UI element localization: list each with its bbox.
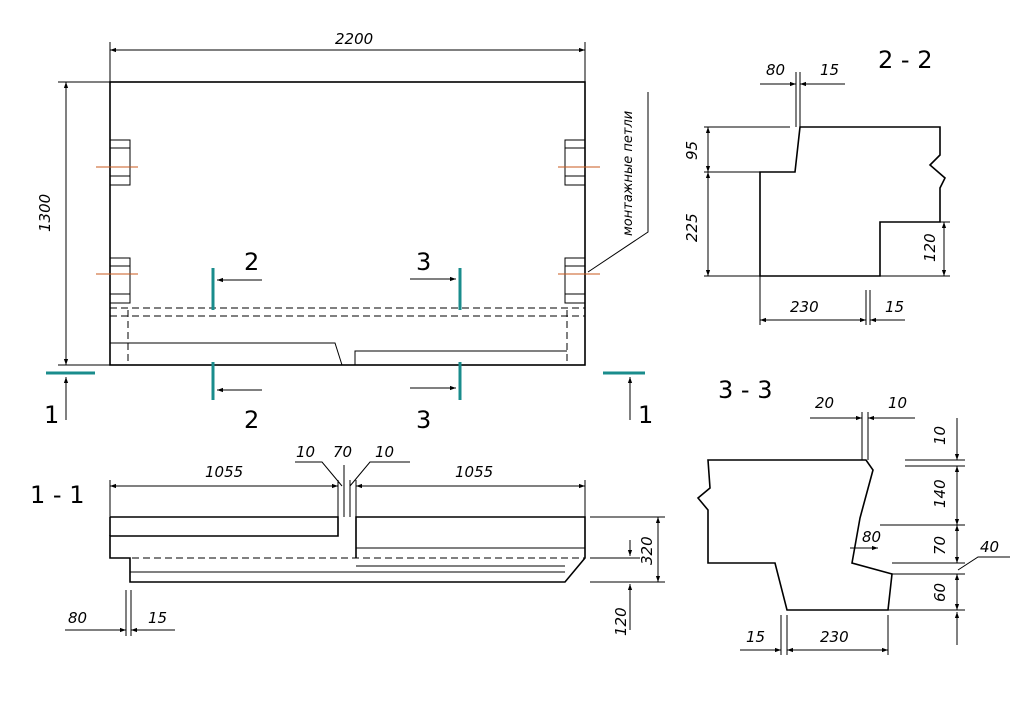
section-1-1-outline [109, 516, 586, 583]
dim-3-3-140: 140 [931, 479, 949, 508]
note-leader [587, 92, 649, 273]
dim-2-2-120: 120 [921, 233, 939, 262]
dim-2-2-230: 230 [790, 298, 819, 316]
dim-1-1-15: 15 [148, 609, 167, 627]
dim-3-3-40: 40 [980, 538, 999, 556]
dim-2-2-80: 80 [766, 61, 785, 79]
dim-height: 1300 [36, 194, 54, 232]
dim-1-1-step: 120 [612, 607, 630, 636]
plan-outline [109, 81, 586, 366]
dim-2-2-225: 225 [683, 213, 701, 242]
dim-3-3-60: 60 [931, 583, 949, 602]
dim-1-1-gap-a: 10 [296, 443, 315, 461]
section-2-2-title: 2 - 2 [878, 46, 932, 74]
dim-width: 2200 [335, 30, 373, 48]
cut-3-label-bottom: 3 [416, 406, 431, 434]
cut-1-label-right: 1 [638, 401, 653, 429]
dim-1-1-80: 80 [68, 609, 87, 627]
cut-1-label-left: 1 [44, 401, 59, 429]
section-3-3-profile [696, 459, 893, 611]
cut-2-label-top: 2 [244, 248, 259, 276]
dim-3-3-230: 230 [820, 628, 849, 646]
dim-1-1-gap-b: 70 [333, 443, 352, 461]
cut-2-label-bottom: 2 [244, 406, 259, 434]
dim-1-1-right: 1055 [455, 463, 493, 481]
dim-1-1-gap-c: 10 [375, 443, 394, 461]
plan-step-left [110, 342, 343, 366]
dim-3-3-15: 15 [746, 628, 765, 646]
cut-3-label-top: 3 [416, 248, 431, 276]
dim-1-1-height: 320 [638, 536, 656, 565]
dim-2-2-95: 95 [683, 141, 701, 160]
section-1-1: 1 - 1 1055 1055 10 70 10 320 120 [30, 443, 665, 636]
section-3-3-title: 3 - 3 [718, 376, 772, 404]
cut-1: 1 1 [44, 371, 653, 429]
dim-2-2-15b: 15 [885, 298, 904, 316]
dim-3-3-70: 70 [931, 536, 949, 555]
note-lifting-loops: монтажные петли [621, 111, 636, 236]
lifting-loops [96, 139, 600, 304]
section-2-2-profile [759, 126, 946, 277]
cut-2: 2 2 [211, 248, 262, 434]
dim-3-3-80: 80 [862, 528, 881, 546]
plan-view: монтажные петли 2200 1300 2 2 3 3 [36, 30, 653, 434]
dim-3-3-10: 10 [888, 394, 907, 412]
section-1-1-title: 1 - 1 [30, 481, 84, 509]
cut-3: 3 3 [410, 248, 462, 434]
dim-3-3-10b: 10 [931, 426, 949, 445]
section-2-2: 2 - 2 95 225 80 15 120 230 15 [683, 46, 950, 325]
dim-3-3-20: 20 [815, 394, 834, 412]
plan-step-right [354, 350, 567, 365]
dim-2-2-15: 15 [820, 61, 839, 79]
section-3-3: 3 - 3 20 10 10 140 70 60 40 80 15 230 [696, 376, 1010, 655]
dim-1-1-left: 1055 [205, 463, 243, 481]
